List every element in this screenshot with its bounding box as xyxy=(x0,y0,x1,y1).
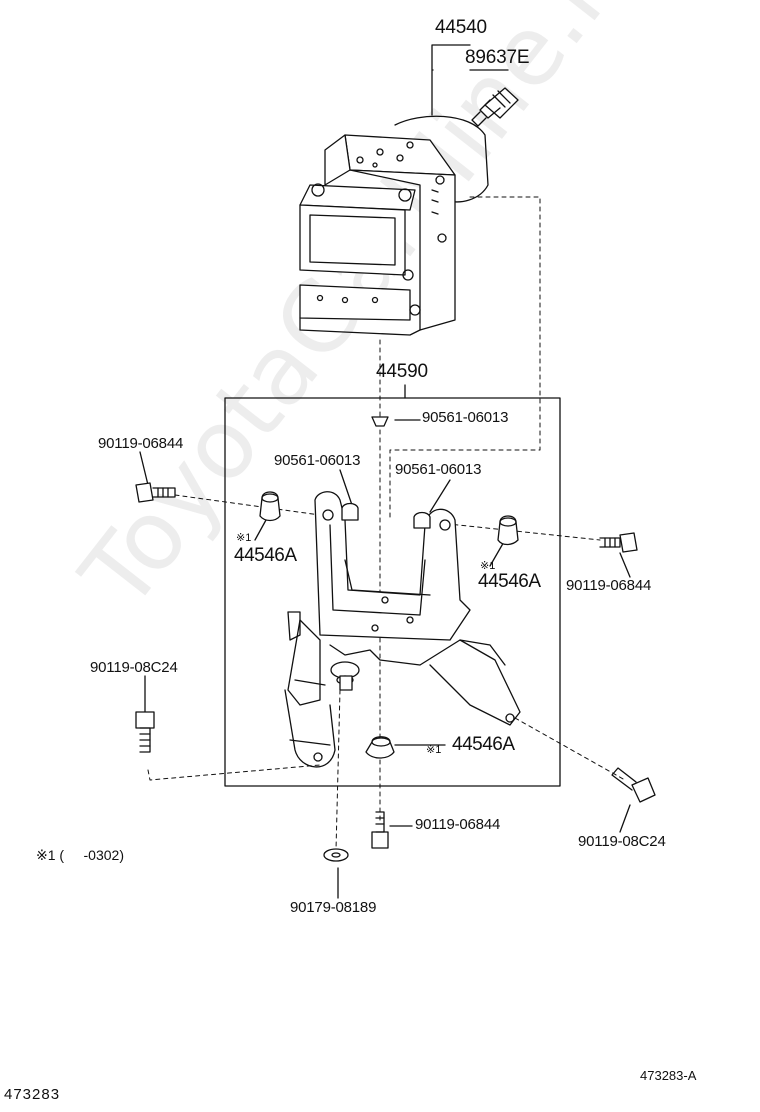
label-cushion-right: 44546A xyxy=(478,571,541,592)
label-grommet-left: 90561-06013 xyxy=(274,452,361,469)
label-abs-actuator: 44540 xyxy=(435,17,487,38)
ref-mark-bottom: ※1 xyxy=(426,744,442,756)
label-grommet-top-center: 90561-06013 xyxy=(422,409,509,426)
ref-mark-left: ※1 xyxy=(236,532,252,544)
label-cushion-bottom: 44546A xyxy=(452,734,515,755)
bolts-drawing xyxy=(135,482,656,862)
assembly-lines xyxy=(147,196,626,851)
label-cushion-left: 44546A xyxy=(234,545,297,566)
label-washer-bottom: 90179-08189 xyxy=(290,899,377,916)
page-number: 473283 xyxy=(4,1086,61,1103)
grommets-drawing xyxy=(341,416,431,529)
label-bolt-right-top: 90119-06844 xyxy=(566,577,652,594)
bracket-group-box xyxy=(224,397,561,787)
illustration-id: 473283-A xyxy=(640,1068,697,1083)
sensor-drawing xyxy=(471,87,519,127)
cushions-drawing xyxy=(259,491,519,759)
label-bolt-right-low: 90119-08C24 xyxy=(578,833,666,850)
applicability-footnote: ※1 ( -0302) xyxy=(36,847,124,863)
ref-mark-right: ※1 xyxy=(480,560,496,572)
label-bolt-left-top: 90119-06844 xyxy=(98,435,184,452)
label-grommet-right: 90561-06013 xyxy=(395,461,482,478)
label-bracket: 44590 xyxy=(376,361,428,382)
label-bolt-left-mid: 90119-08C24 xyxy=(90,659,178,676)
bracket-drawing xyxy=(284,491,521,768)
label-sensor: 89637E xyxy=(465,47,530,68)
abs-actuator-drawing xyxy=(299,115,489,336)
label-bolt-bottom-center: 90119-06844 xyxy=(415,816,501,833)
